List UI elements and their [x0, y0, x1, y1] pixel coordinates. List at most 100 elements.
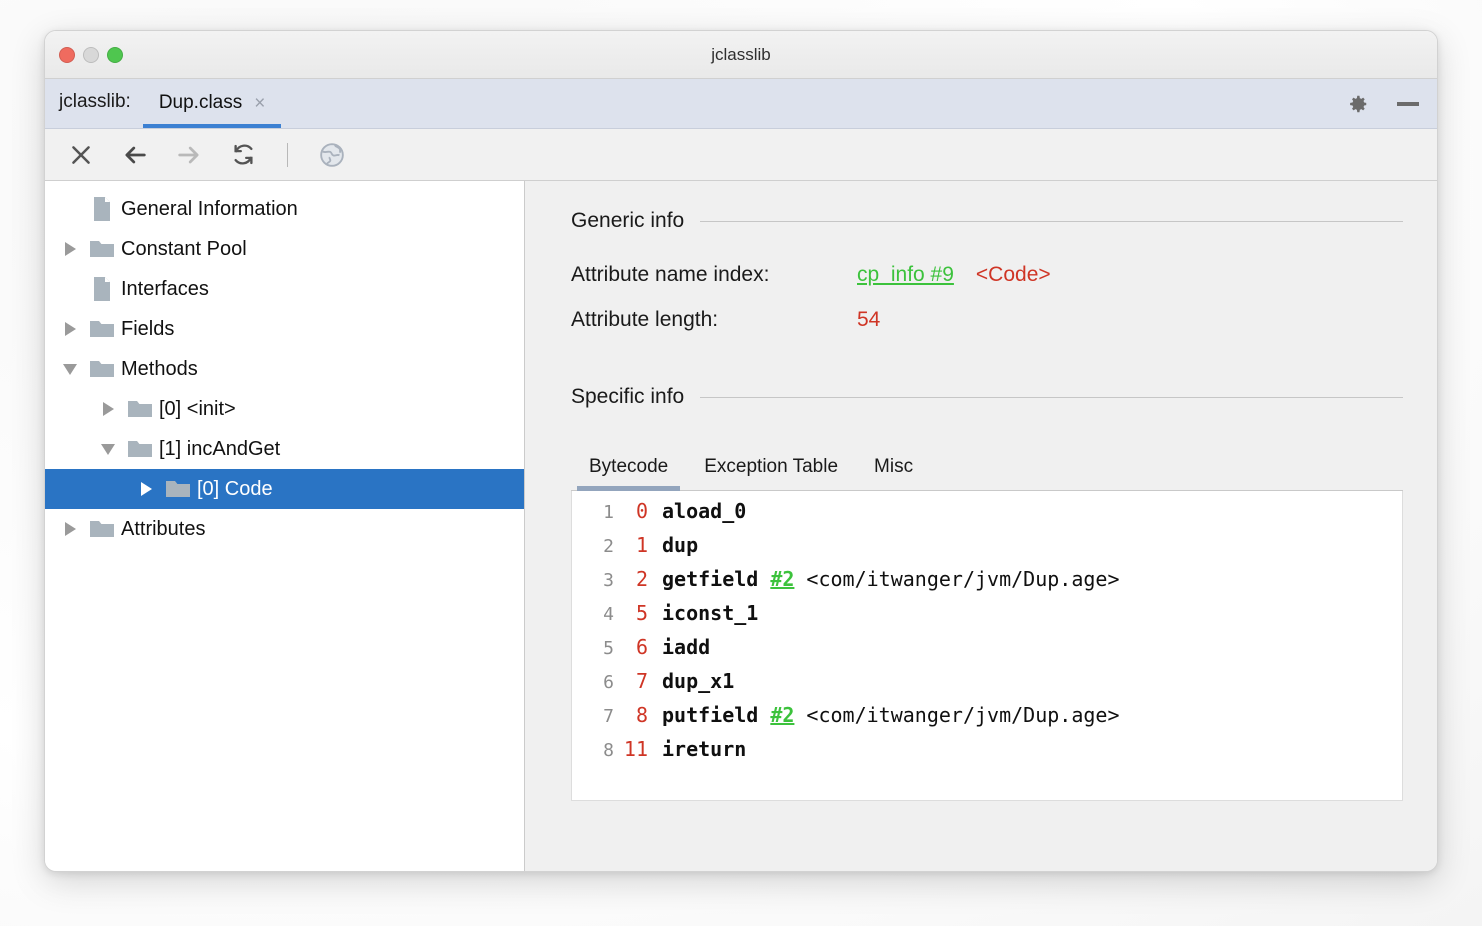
toolbar-divider [287, 142, 288, 167]
chevron-right-icon[interactable] [55, 242, 85, 256]
chevron-down-icon[interactable] [55, 363, 85, 375]
divider [700, 396, 1403, 398]
field-label: Attribute name index: [571, 263, 770, 286]
bytecode-opcode: iadd [662, 635, 711, 659]
bytecode-line: 8 11 ireturn [572, 737, 1402, 771]
generic-info-label: Generic info [571, 209, 685, 232]
bytecode-offset: 7 [635, 669, 648, 693]
specific-info-tabs: Bytecode Exception Table Misc [571, 451, 1403, 491]
tree-item-1-incandget[interactable]: [1] incAndGet [45, 429, 524, 469]
bytecode-opcode: dup_x1 [662, 669, 735, 693]
chevron-right-icon[interactable] [93, 402, 123, 416]
tree-item-constant-pool[interactable]: Constant Pool [45, 229, 524, 269]
line-number: 7 [603, 706, 614, 727]
line-number: 4 [603, 604, 614, 625]
chevron-right-icon[interactable] [131, 482, 161, 496]
folder-icon [123, 438, 157, 460]
close-window-button[interactable] [59, 47, 75, 63]
gear-icon[interactable] [1347, 93, 1369, 115]
tree-item-label: Attributes [121, 517, 206, 540]
line-number: 6 [603, 672, 614, 693]
chevron-right-icon[interactable] [55, 322, 85, 336]
bytecode-comment: <com/itwanger/jvm/Dup.age> [806, 567, 1120, 591]
close-icon[interactable] [63, 137, 99, 173]
minimize-window-button[interactable] [83, 47, 99, 63]
bytecode-opcode: aload_0 [662, 499, 747, 523]
traffic-lights [59, 31, 123, 79]
tree-item-0-init[interactable]: [0] <init> [45, 389, 524, 429]
generic-info-rows: Attribute name index: cp_info #9 <Code> … [571, 263, 1403, 353]
zoom-window-button[interactable] [107, 47, 123, 63]
app-window: jclasslib jclasslib: Dup.class × [44, 30, 1438, 872]
field-value: <Code> [975, 263, 1051, 286]
tab-bytecode[interactable]: Bytecode [571, 450, 686, 491]
bytecode-comment: <com/itwanger/jvm/Dup.age> [806, 703, 1120, 727]
refresh-icon[interactable] [225, 137, 261, 173]
bytecode-offset: 11 [623, 737, 648, 761]
chevron-down-icon[interactable] [93, 443, 123, 455]
line-number: 2 [603, 536, 614, 557]
bytecode-offset: 5 [635, 601, 648, 625]
close-icon[interactable]: × [254, 92, 266, 114]
tree-item-label: Methods [121, 357, 198, 380]
tab-exception-table[interactable]: Exception Table [704, 456, 839, 477]
document-icon [85, 196, 119, 222]
generic-info-heading: Generic info [571, 209, 1403, 233]
bytecode-opcode: ireturn [662, 737, 747, 761]
line-number: 8 [603, 740, 614, 761]
tree-item-label: Interfaces [121, 277, 209, 300]
tree-item-interfaces[interactable]: Interfaces [45, 269, 524, 309]
tab-bar: jclasslib: Dup.class × [45, 79, 1437, 129]
globe-icon [314, 137, 350, 173]
folder-icon [123, 398, 157, 420]
title-bar: jclasslib [45, 31, 1437, 79]
specific-info-label: Specific info [571, 385, 685, 408]
field-value: 54 [857, 308, 881, 331]
tab-label: Dup.class [158, 92, 243, 113]
tree-item-label: Fields [121, 317, 175, 340]
tree-item-label: [0] Code [197, 477, 273, 500]
tree-item-label: [0] <init> [159, 397, 236, 420]
bytecode-offset: 1 [635, 533, 648, 557]
tree-item-0-code[interactable]: [0] Code [45, 469, 524, 509]
line-number: 1 [603, 502, 614, 523]
arrow-left-icon[interactable] [117, 137, 153, 173]
tree-item-fields[interactable]: Fields [45, 309, 524, 349]
tree-item-methods[interactable]: Methods [45, 349, 524, 389]
field-label: Attribute length: [571, 308, 719, 331]
bytecode-opcode: putfield [662, 703, 759, 727]
app-name-label: jclasslib: [59, 91, 131, 112]
divider [700, 220, 1403, 222]
tab-dup-class[interactable]: Dup.class × [142, 78, 282, 128]
bytecode-offset: 2 [635, 567, 648, 591]
tree-item-attributes[interactable]: Attributes [45, 509, 524, 549]
line-number: 3 [603, 570, 614, 591]
bytecode-opcode: dup [662, 533, 699, 557]
tree-item-label: Constant Pool [121, 237, 247, 260]
bytecode-offset: 6 [635, 635, 648, 659]
document-icon [85, 276, 119, 302]
chevron-right-icon[interactable] [55, 522, 85, 536]
tree-item-general-information[interactable]: General Information [45, 189, 524, 229]
cp-info-link[interactable]: cp_info #9 [857, 263, 954, 286]
minus-icon[interactable] [1397, 102, 1419, 106]
attribute-length-row: Attribute length: 54 [571, 308, 1403, 353]
tab-misc[interactable]: Misc [874, 456, 914, 477]
constant-pool-ref-link[interactable]: #2 [770, 703, 795, 727]
arrow-right-icon [171, 137, 207, 173]
folder-icon [85, 318, 119, 340]
window-title: jclasslib [711, 45, 771, 64]
folder-icon [161, 478, 195, 500]
constant-pool-ref-link[interactable]: #2 [770, 567, 795, 591]
bytecode-offset: 0 [635, 499, 648, 523]
